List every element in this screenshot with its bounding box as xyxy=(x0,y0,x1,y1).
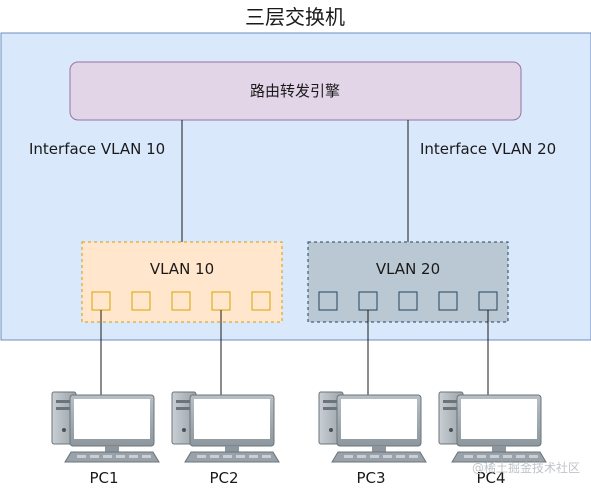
pc-tower-drive xyxy=(56,407,72,410)
pcs-layer: PC1 PC2 PC3 PC4 xyxy=(51,391,547,487)
vlan-10-label: VLAN 10 xyxy=(150,260,214,278)
pc-key xyxy=(344,455,353,458)
vlan-20-port-4 xyxy=(438,291,458,311)
vlan-10-port-3 xyxy=(171,291,191,311)
interface-vlan-20-label: Interface VLAN 20 xyxy=(420,140,556,158)
watermark: @稀土掘金技术社区 xyxy=(472,460,580,475)
pc-tower-power xyxy=(182,428,186,432)
pc-key xyxy=(116,455,125,458)
switch-title: 三层交换机 xyxy=(245,5,345,29)
routing-engine-box xyxy=(69,61,522,121)
pc-tower-drive xyxy=(323,407,339,410)
pc-tower-drive xyxy=(443,407,459,410)
pc-monitor-neck xyxy=(492,446,506,452)
pc-label: PC2 xyxy=(209,469,238,487)
pc-screen xyxy=(341,399,417,439)
pc-key xyxy=(197,455,206,458)
pc-key xyxy=(249,455,258,458)
pc-tower-drive xyxy=(176,400,192,403)
pc-screen xyxy=(74,399,150,439)
pc-key xyxy=(210,455,219,458)
pc-key xyxy=(129,455,138,458)
pc-tower-power xyxy=(449,428,453,432)
pc-monitor-neck xyxy=(372,446,386,452)
pc-key xyxy=(142,455,151,458)
pc-key xyxy=(464,455,473,458)
vlan-10-port-2 xyxy=(131,291,151,311)
pc-key xyxy=(236,455,245,458)
pc-4: PC4 xyxy=(438,391,547,487)
interface-vlan-10-label: Interface VLAN 10 xyxy=(29,140,165,158)
pc-key xyxy=(529,455,538,458)
pc-key xyxy=(396,455,405,458)
pc-tower-power xyxy=(329,428,333,432)
pc-tower-drive xyxy=(443,400,459,403)
vlan-10-box xyxy=(81,241,283,323)
pc-tower-drive xyxy=(176,407,192,410)
pc-label: PC4 xyxy=(476,469,505,487)
vlan-20-label: VLAN 20 xyxy=(376,260,440,278)
pc-key xyxy=(90,455,99,458)
routing-engine-label: 路由转发引擎 xyxy=(250,82,340,100)
pc-key xyxy=(477,455,486,458)
pc-key xyxy=(490,455,499,458)
pc-key xyxy=(516,455,525,458)
pc-key xyxy=(103,455,112,458)
pc-2: PC2 xyxy=(171,391,280,487)
pc-tower-power xyxy=(62,428,66,432)
pc-key xyxy=(77,455,86,458)
pc-key xyxy=(223,455,232,458)
pc-key xyxy=(383,455,392,458)
pc-key xyxy=(503,455,512,458)
vlan-20-port-1 xyxy=(318,291,338,311)
vlan-10-port-5 xyxy=(251,291,271,311)
pc-label: PC1 xyxy=(89,469,118,487)
pc-tower-drive xyxy=(323,400,339,403)
pc-label: PC3 xyxy=(356,469,385,487)
pc-key xyxy=(357,455,366,458)
pc-key xyxy=(370,455,379,458)
vlan-20-box xyxy=(307,241,509,323)
pc-monitor-neck xyxy=(105,446,119,452)
pc-screen xyxy=(194,399,270,439)
pc-key xyxy=(409,455,418,458)
pc-monitor-neck xyxy=(225,446,239,452)
vlan-20-port-3 xyxy=(398,291,418,311)
pc-tower-drive xyxy=(56,400,72,403)
pc-key xyxy=(262,455,271,458)
pc-screen xyxy=(461,399,537,439)
pc-3: PC3 xyxy=(318,391,427,487)
pc-1: PC1 xyxy=(51,391,160,487)
